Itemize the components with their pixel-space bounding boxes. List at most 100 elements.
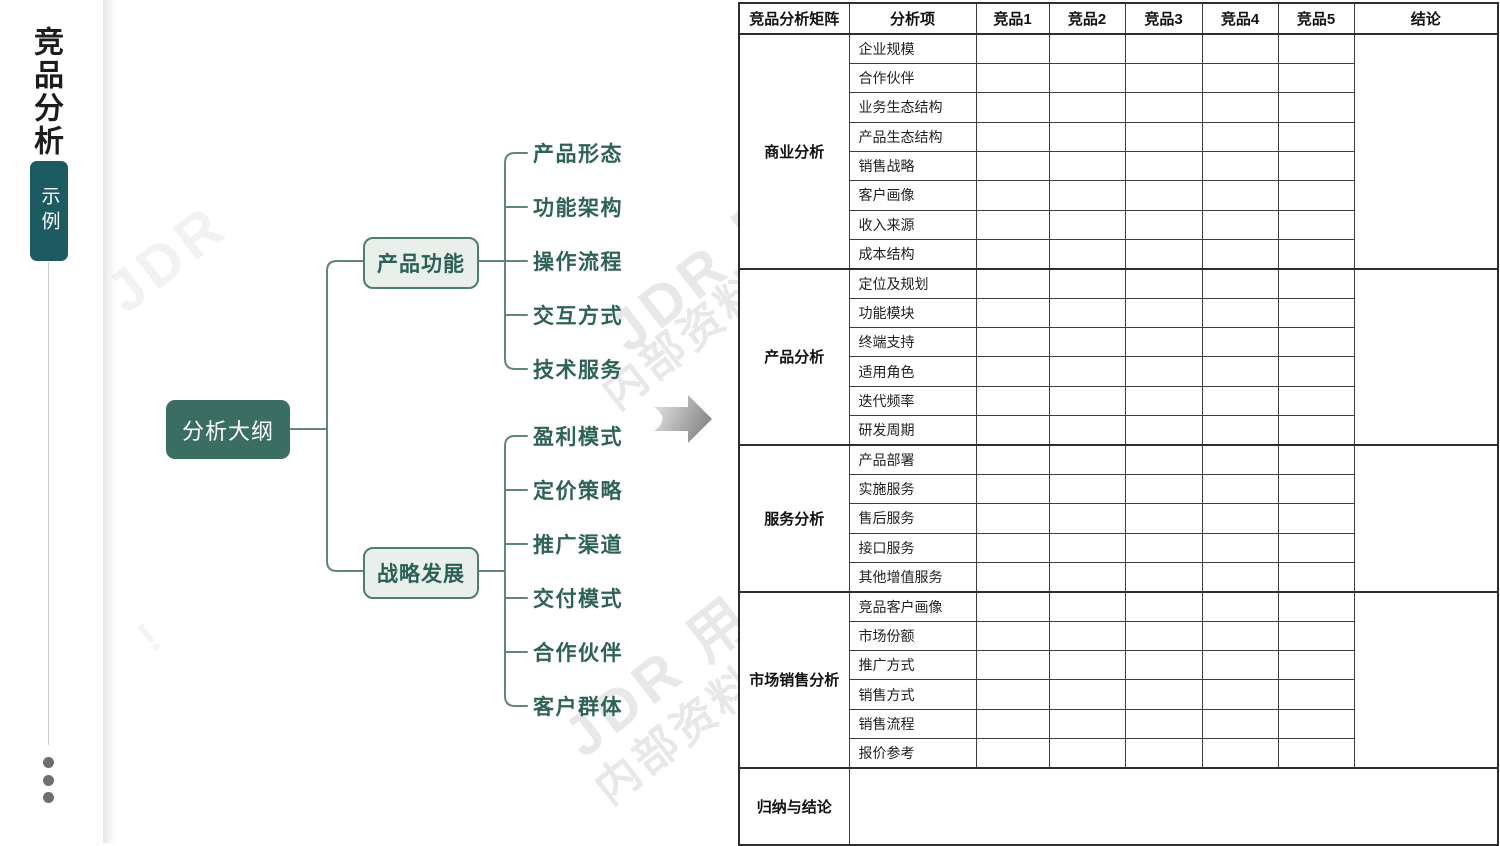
column-header: 竞品分析矩阵: [738, 2, 850, 35]
analysis-item-cell: 业务生态结构: [848, 92, 977, 123]
empty-data-cell: [975, 32, 1050, 64]
empty-data-cell: [1048, 92, 1126, 123]
empty-data-cell: [1277, 473, 1355, 505]
empty-data-cell: [1048, 209, 1126, 241]
column-header: 竞品5: [1277, 2, 1355, 35]
empty-data-cell: [1048, 708, 1126, 740]
empty-data-cell: [975, 532, 1050, 563]
empty-data-cell: [1124, 297, 1203, 329]
empty-data-cell: [1201, 503, 1279, 534]
pagination-dot: [43, 775, 54, 786]
analysis-item-cell: 适用角色: [848, 356, 977, 387]
empty-data-cell: [975, 209, 1050, 241]
empty-data-cell: [1048, 121, 1126, 152]
empty-data-cell: [975, 327, 1050, 358]
group-label-cell: 商业分析: [738, 33, 850, 270]
analysis-item-cell: 接口服务: [848, 532, 977, 563]
empty-data-cell: [1201, 267, 1279, 299]
analysis-item-cell: 市场份额: [848, 620, 977, 652]
mindmap-branch-node: 产品功能: [363, 237, 479, 289]
table-row: 其他增值服务: [739, 561, 1498, 593]
empty-data-cell: [1048, 297, 1126, 329]
empty-data-cell: [1124, 180, 1203, 211]
empty-data-cell: [1201, 150, 1279, 182]
empty-data-cell: [1277, 267, 1355, 299]
analysis-item-cell: 推广方式: [848, 650, 977, 681]
empty-data-cell: [1201, 679, 1279, 710]
empty-data-cell: [975, 503, 1050, 534]
table-row: 商业分析企业规模: [738, 32, 1499, 270]
empty-data-cell: [1277, 32, 1355, 64]
conclusion-cell: [1353, 267, 1499, 446]
table-row: 市场销售分析竞品客户画像: [738, 590, 1499, 769]
empty-data-cell: [1124, 532, 1203, 563]
empty-data-cell: [1277, 62, 1355, 94]
empty-data-cell: [1048, 415, 1126, 446]
analysis-item-cell: 销售流程: [848, 708, 977, 740]
mindmap-leaf-label: 产品形态: [533, 143, 623, 166]
empty-data-cell: [1201, 121, 1279, 152]
table-row: 研发周期: [739, 415, 1498, 446]
empty-data-cell: [975, 590, 1050, 622]
table-row: 适用角色: [739, 356, 1498, 387]
empty-data-cell: [1124, 385, 1203, 417]
empty-data-cell: [975, 650, 1050, 681]
empty-data-cell: [1124, 444, 1203, 475]
empty-data-cell: [1124, 62, 1203, 94]
table-row: 产品分析定位及规划: [738, 267, 1499, 446]
empty-data-cell: [1048, 32, 1126, 64]
mindmap-leaf-label: 功能架构: [533, 197, 623, 220]
empty-data-cell: [1124, 708, 1203, 740]
empty-data-cell: [1277, 356, 1355, 387]
empty-data-cell: [1048, 356, 1126, 387]
empty-data-cell: [1277, 590, 1355, 622]
analysis-item-cell: 销售战略: [848, 150, 977, 182]
empty-data-cell: [1201, 738, 1279, 769]
analysis-item-cell: 终端支持: [848, 327, 977, 358]
empty-data-cell: [1124, 620, 1203, 652]
watermark-text: !: [129, 612, 174, 663]
mindmap-leaf-label: 合作伙伴: [533, 642, 623, 665]
empty-data-cell: [1277, 180, 1355, 211]
empty-data-cell: [1277, 297, 1355, 329]
empty-data-cell: [1048, 150, 1126, 182]
empty-data-cell: [1124, 679, 1203, 710]
empty-data-cell: [1048, 561, 1126, 593]
empty-data-cell: [975, 738, 1050, 769]
empty-data-cell: [1048, 532, 1126, 563]
empty-data-cell: [1201, 92, 1279, 123]
page-title: 竞品分析: [29, 26, 62, 158]
empty-data-cell: [1277, 327, 1355, 358]
table-row: 销售流程: [739, 708, 1498, 740]
empty-data-cell: [1277, 503, 1355, 534]
empty-data-cell: [1124, 415, 1203, 446]
empty-data-cell: [975, 561, 1050, 593]
table-row: 客户画像: [739, 180, 1498, 211]
summary-content-cell: [848, 766, 1499, 846]
empty-data-cell: [1277, 385, 1355, 417]
analysis-item-cell: 功能模块: [848, 297, 977, 329]
empty-data-cell: [975, 62, 1050, 94]
column-header: 结论: [1353, 2, 1499, 35]
column-header: 竞品4: [1201, 2, 1279, 35]
empty-data-cell: [1124, 738, 1203, 769]
empty-data-cell: [1277, 92, 1355, 123]
table-row: 销售战略: [739, 150, 1498, 182]
analysis-item-cell: 报价参考: [848, 738, 977, 769]
page-edge-shadow: [103, 0, 117, 843]
empty-data-cell: [1277, 444, 1355, 475]
empty-data-cell: [1277, 738, 1355, 769]
analysis-item-cell: 研发周期: [848, 415, 977, 446]
column-header: 竞品2: [1048, 2, 1126, 35]
empty-data-cell: [1201, 356, 1279, 387]
empty-data-cell: [1201, 708, 1279, 740]
mindmap-leaf-label: 客户群体: [533, 696, 623, 719]
group-label-cell: 产品分析: [738, 267, 850, 446]
analysis-item-cell: 成本结构: [848, 239, 977, 270]
empty-data-cell: [1277, 415, 1355, 446]
analysis-item-cell: 竞品客户画像: [848, 590, 977, 622]
empty-data-cell: [1048, 473, 1126, 505]
empty-data-cell: [975, 297, 1050, 329]
empty-data-cell: [1124, 473, 1203, 505]
empty-data-cell: [1277, 708, 1355, 740]
